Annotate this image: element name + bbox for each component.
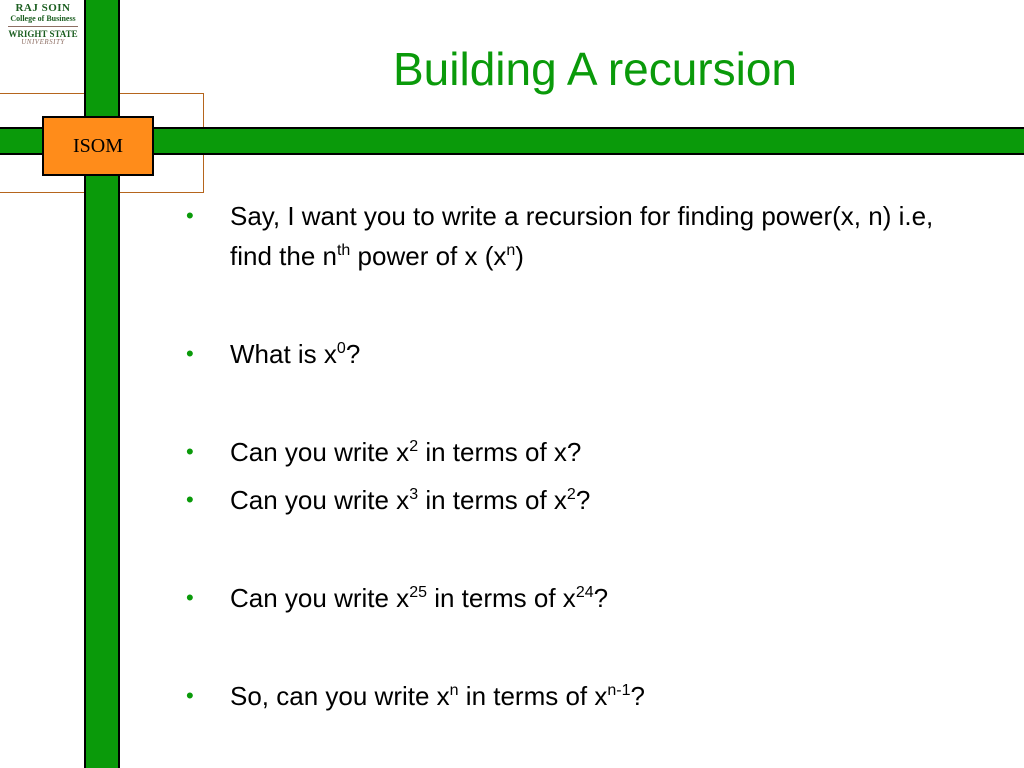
bullet-icon: • xyxy=(186,487,194,512)
horizontal-green-bar-left xyxy=(0,127,46,155)
isom-badge: ISOM xyxy=(42,116,154,176)
bullet-text: What is x0? xyxy=(230,339,361,369)
bullet-item: • Say, I want you to write a recursion f… xyxy=(186,196,946,276)
bullet-icon: • xyxy=(186,341,194,366)
bullet-icon: • xyxy=(186,439,194,464)
bullet-text: So, can you write xn in terms of xn-1? xyxy=(230,681,645,711)
bullet-icon: • xyxy=(186,585,194,610)
slide-title: Building A recursion xyxy=(392,43,798,95)
isom-label: ISOM xyxy=(72,134,123,157)
logo-line-1: RAJ SOIN xyxy=(15,2,71,14)
university-logo: RAJ SOIN College of Business WRIGHT STAT… xyxy=(2,2,84,75)
bullet-text: Can you write x2 in terms of x? xyxy=(230,437,582,467)
bullet-text: Can you write x25 in terms of x24? xyxy=(230,583,609,613)
bullet-item: • Can you write x2 in terms of x? xyxy=(186,432,946,472)
bullet-item: • Can you write x25 in terms of x24? xyxy=(186,578,946,618)
bullet-item: • So, can you write xn in terms of xn-1? xyxy=(186,676,946,716)
logo-line-4: UNIVERSITY xyxy=(21,38,65,47)
horizontal-green-bar-right xyxy=(146,127,1024,155)
logo-line-2: College of Business xyxy=(10,13,76,23)
bullet-icon: • xyxy=(186,203,194,228)
logo-line-3: WRIGHT STATE xyxy=(8,28,78,39)
bullet-item: • Can you write x3 in terms of x2? xyxy=(186,480,946,520)
bullet-text: Can you write x3 in terms of x2? xyxy=(230,485,591,515)
logo-divider xyxy=(8,25,78,27)
bullet-item: • What is x0? xyxy=(186,334,946,374)
bullet-icon: • xyxy=(186,683,194,708)
bullet-text: Say, I want you to write a recursion for… xyxy=(230,201,934,271)
